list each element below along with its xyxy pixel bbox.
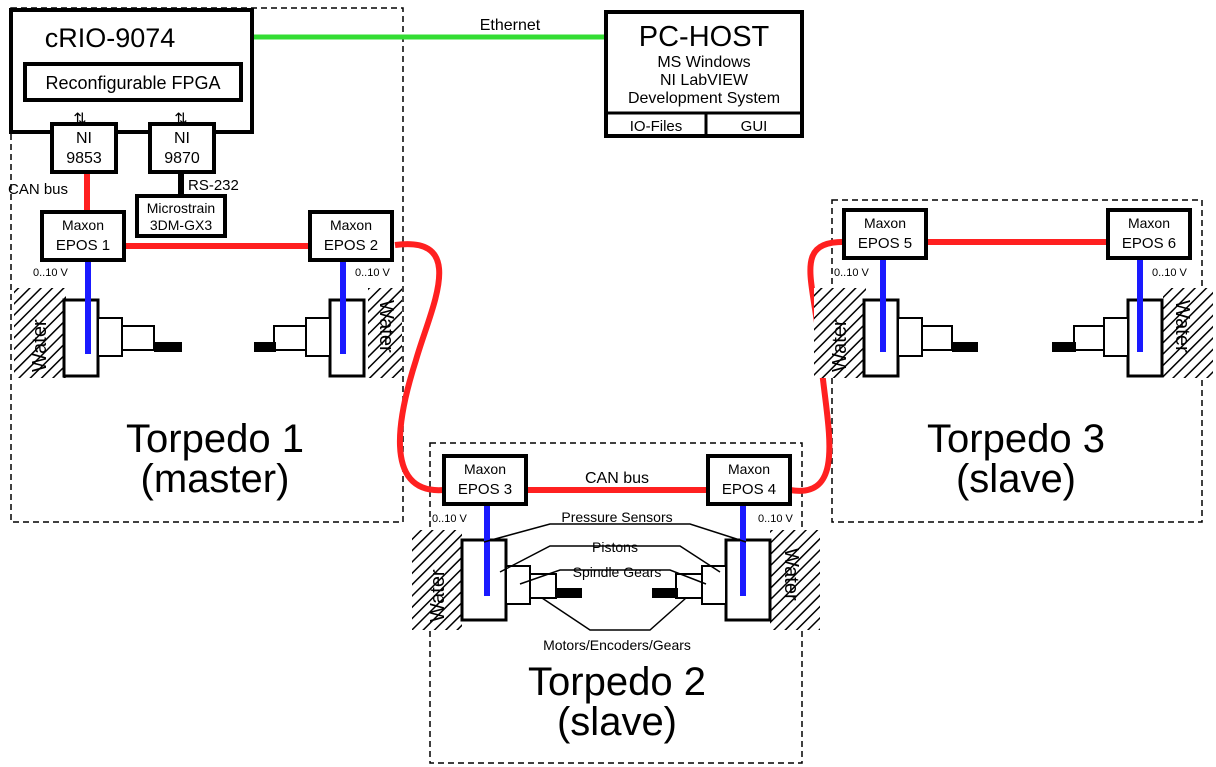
- motors-label: Motors/Encoders/Gears: [543, 637, 691, 653]
- fpga-box: [23, 62, 243, 102]
- ethernet-label: Ethernet: [480, 17, 541, 34]
- epos-4: Maxon EPOS 4: [706, 454, 792, 506]
- fpga-label: Reconfigurable FPGA: [45, 73, 220, 93]
- torpedo-1-role: (master): [141, 457, 290, 501]
- epos-6: Maxon EPOS 6: [1106, 208, 1192, 260]
- water-walls: [14, 288, 1213, 630]
- torpedo-2-role: (slave): [557, 700, 677, 744]
- can-bus-epos2-epos3: [394, 241, 445, 494]
- svg-text:EPOS 4: EPOS 4: [722, 481, 776, 498]
- pc-host-box: [604, 10, 804, 138]
- imu-box: [135, 194, 227, 238]
- pistons-label: Pistons: [592, 539, 638, 555]
- epos-5: Maxon EPOS 5: [842, 208, 928, 260]
- svg-text:Maxon: Maxon: [62, 217, 104, 233]
- ni-9853-line2: 9853: [66, 150, 102, 167]
- svg-text:Maxon: Maxon: [864, 215, 906, 231]
- ni-9870-line1: NI: [174, 130, 190, 147]
- water-label-4: Water: [780, 548, 802, 601]
- gui-label: GUI: [741, 118, 768, 135]
- ni-9870-box: [148, 122, 216, 174]
- svg-text:EPOS 3: EPOS 3: [458, 481, 512, 498]
- pc-host-line2: NI LabVIEW: [660, 72, 749, 89]
- voltage-label-3: 0..10 V: [432, 513, 468, 525]
- torpedo-3-role: (slave): [956, 457, 1076, 501]
- actuator-4: [652, 538, 772, 622]
- torpedo-2-name: Torpedo 2: [528, 660, 706, 704]
- actuator-3: [460, 538, 582, 622]
- pc-host-title: PC-HOST: [639, 21, 770, 53]
- voltage-label-5: 0..10 V: [834, 267, 870, 279]
- epos-2: Maxon EPOS 2: [308, 210, 394, 262]
- epos-1: Maxon EPOS 1: [40, 210, 126, 262]
- svg-text:Maxon: Maxon: [1128, 215, 1170, 231]
- io-files-label: IO-Files: [630, 118, 683, 135]
- svg-text:Maxon: Maxon: [330, 217, 372, 233]
- actuator-6: [1052, 298, 1164, 378]
- torpedo-3-name: Torpedo 3: [927, 417, 1105, 461]
- actuator-2: [254, 298, 366, 378]
- imu-line1: Microstrain: [147, 200, 215, 216]
- ni-9870-line2: 9870: [164, 150, 200, 167]
- water-label-1: Water: [29, 319, 51, 372]
- svg-text:EPOS 5: EPOS 5: [858, 235, 912, 252]
- voltage-label-4: 0..10 V: [758, 513, 794, 525]
- imu-line2: 3DM-GX3: [150, 217, 212, 233]
- water-label-5: Water: [829, 319, 851, 372]
- ni-9853-line1: NI: [76, 130, 92, 147]
- torpedo-1-name: Torpedo 1: [126, 417, 304, 461]
- can-bus-label-center: CAN bus: [585, 470, 649, 487]
- pressure-sensors-label: Pressure Sensors: [561, 509, 672, 525]
- annotation-lines: [483, 523, 747, 631]
- crio-title: cRIO-9074: [45, 23, 176, 53]
- rs232-label: RS-232: [188, 177, 239, 194]
- svg-text:EPOS 1: EPOS 1: [56, 237, 110, 254]
- svg-text:EPOS 6: EPOS 6: [1122, 235, 1176, 252]
- water-label-3: Water: [427, 569, 449, 622]
- voltage-label-2: 0..10 V: [355, 267, 391, 279]
- actuator-1: [62, 298, 182, 378]
- voltage-label-1: 0..10 V: [33, 267, 69, 279]
- svg-text:Maxon: Maxon: [728, 461, 770, 477]
- epos-3: Maxon EPOS 3: [442, 454, 528, 506]
- svg-text:EPOS 2: EPOS 2: [324, 237, 378, 254]
- ni-9853-box: [50, 122, 118, 174]
- voltage-label-6: 0..10 V: [1152, 267, 1188, 279]
- pc-host-line3: Development System: [628, 90, 780, 107]
- pc-host-line1: MS Windows: [657, 54, 750, 71]
- water-label-6: Water: [1171, 300, 1193, 353]
- svg-text:Maxon: Maxon: [464, 461, 506, 477]
- can-bus-label-left: CAN bus: [8, 181, 68, 198]
- water-label-2: Water: [375, 300, 397, 353]
- spindle-gears-label: Spindle Gears: [573, 564, 662, 580]
